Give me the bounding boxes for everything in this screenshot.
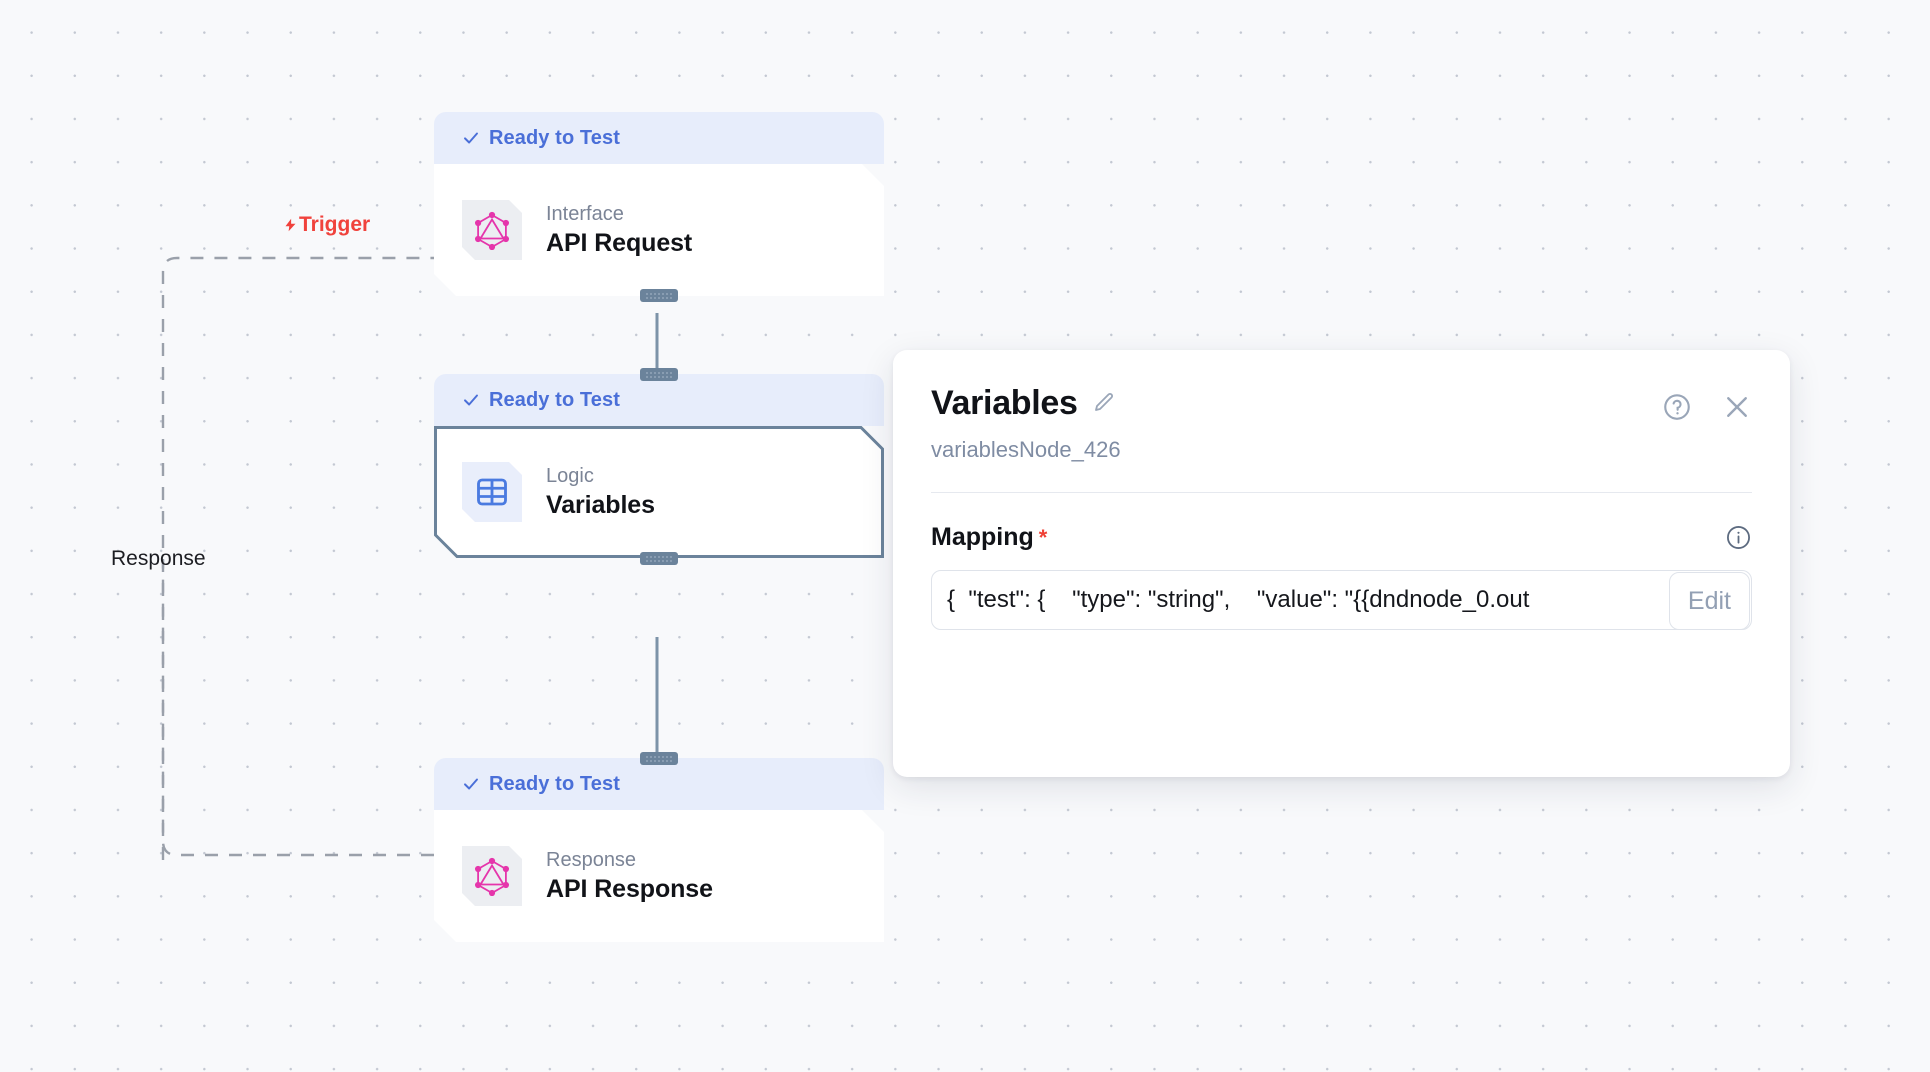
mapping-field-header: Mapping * <box>931 524 1752 551</box>
panel-title-group: Variables <box>931 386 1116 420</box>
panel-header: Variables <box>931 386 1752 422</box>
mapping-input[interactable] <box>932 586 1751 614</box>
graphql-icon <box>462 200 522 260</box>
question-circle-icon[interactable] <box>1662 392 1692 422</box>
node-status-text: Ready to Test <box>489 388 620 411</box>
edge-label-trigger: Trigger <box>283 214 370 235</box>
node-title-label: API Response <box>546 875 713 903</box>
edge-response <box>161 560 434 857</box>
node-input-handle[interactable] <box>640 752 678 765</box>
node-properties-panel: Variables <box>893 350 1790 777</box>
node-title-label: API Request <box>546 229 693 257</box>
node-kind-label: Response <box>546 849 637 871</box>
node-input-handle[interactable] <box>640 368 678 381</box>
check-icon <box>462 775 480 793</box>
node-output-handle[interactable] <box>640 552 678 565</box>
required-asterisk: * <box>1038 525 1048 550</box>
node-body[interactable]: Logic Variables <box>434 426 884 558</box>
node-body[interactable]: Interface API Request <box>434 164 884 296</box>
node-api-response[interactable]: Ready to Test Response API <box>434 752 884 942</box>
node-status-banner: Ready to Test <box>434 112 884 164</box>
close-x-icon[interactable] <box>1722 392 1752 422</box>
node-status-banner: Ready to Test <box>434 374 884 426</box>
mapping-label: Mapping <box>931 523 1034 551</box>
panel-action-buttons <box>1662 386 1752 422</box>
node-status-text: Ready to Test <box>489 126 620 149</box>
panel-title: Variables <box>931 384 1078 422</box>
node-api-request[interactable]: Ready to Test Interface AP <box>434 112 884 302</box>
mapping-label-group: Mapping * <box>931 525 1047 550</box>
mapping-input-wrap[interactable]: Edit <box>931 570 1752 630</box>
check-icon <box>462 129 480 147</box>
info-circle-icon[interactable] <box>1725 524 1752 551</box>
node-kind-label: Interface <box>546 203 624 225</box>
graphql-icon <box>462 846 522 906</box>
node-output-handle[interactable] <box>640 289 678 302</box>
node-status-banner: Ready to Test <box>434 758 884 810</box>
pencil-icon[interactable] <box>1092 391 1116 415</box>
node-status-text: Ready to Test <box>489 772 620 795</box>
lightning-bolt-icon <box>283 215 298 235</box>
panel-node-id: variablesNode_426 <box>931 437 1121 462</box>
node-title-label: Variables <box>546 491 655 519</box>
edit-button[interactable]: Edit <box>1668 572 1750 629</box>
edge-label-trigger-text: Trigger <box>299 213 371 236</box>
edge-label-response: Response <box>111 547 206 570</box>
node-kind-label: Logic <box>546 465 594 487</box>
table-grid-icon <box>462 462 522 522</box>
check-icon <box>462 391 480 409</box>
panel-divider <box>931 492 1752 493</box>
node-variables[interactable]: Ready to Test Logic Variables <box>434 368 884 565</box>
node-body[interactable]: Response API Response <box>434 810 884 942</box>
